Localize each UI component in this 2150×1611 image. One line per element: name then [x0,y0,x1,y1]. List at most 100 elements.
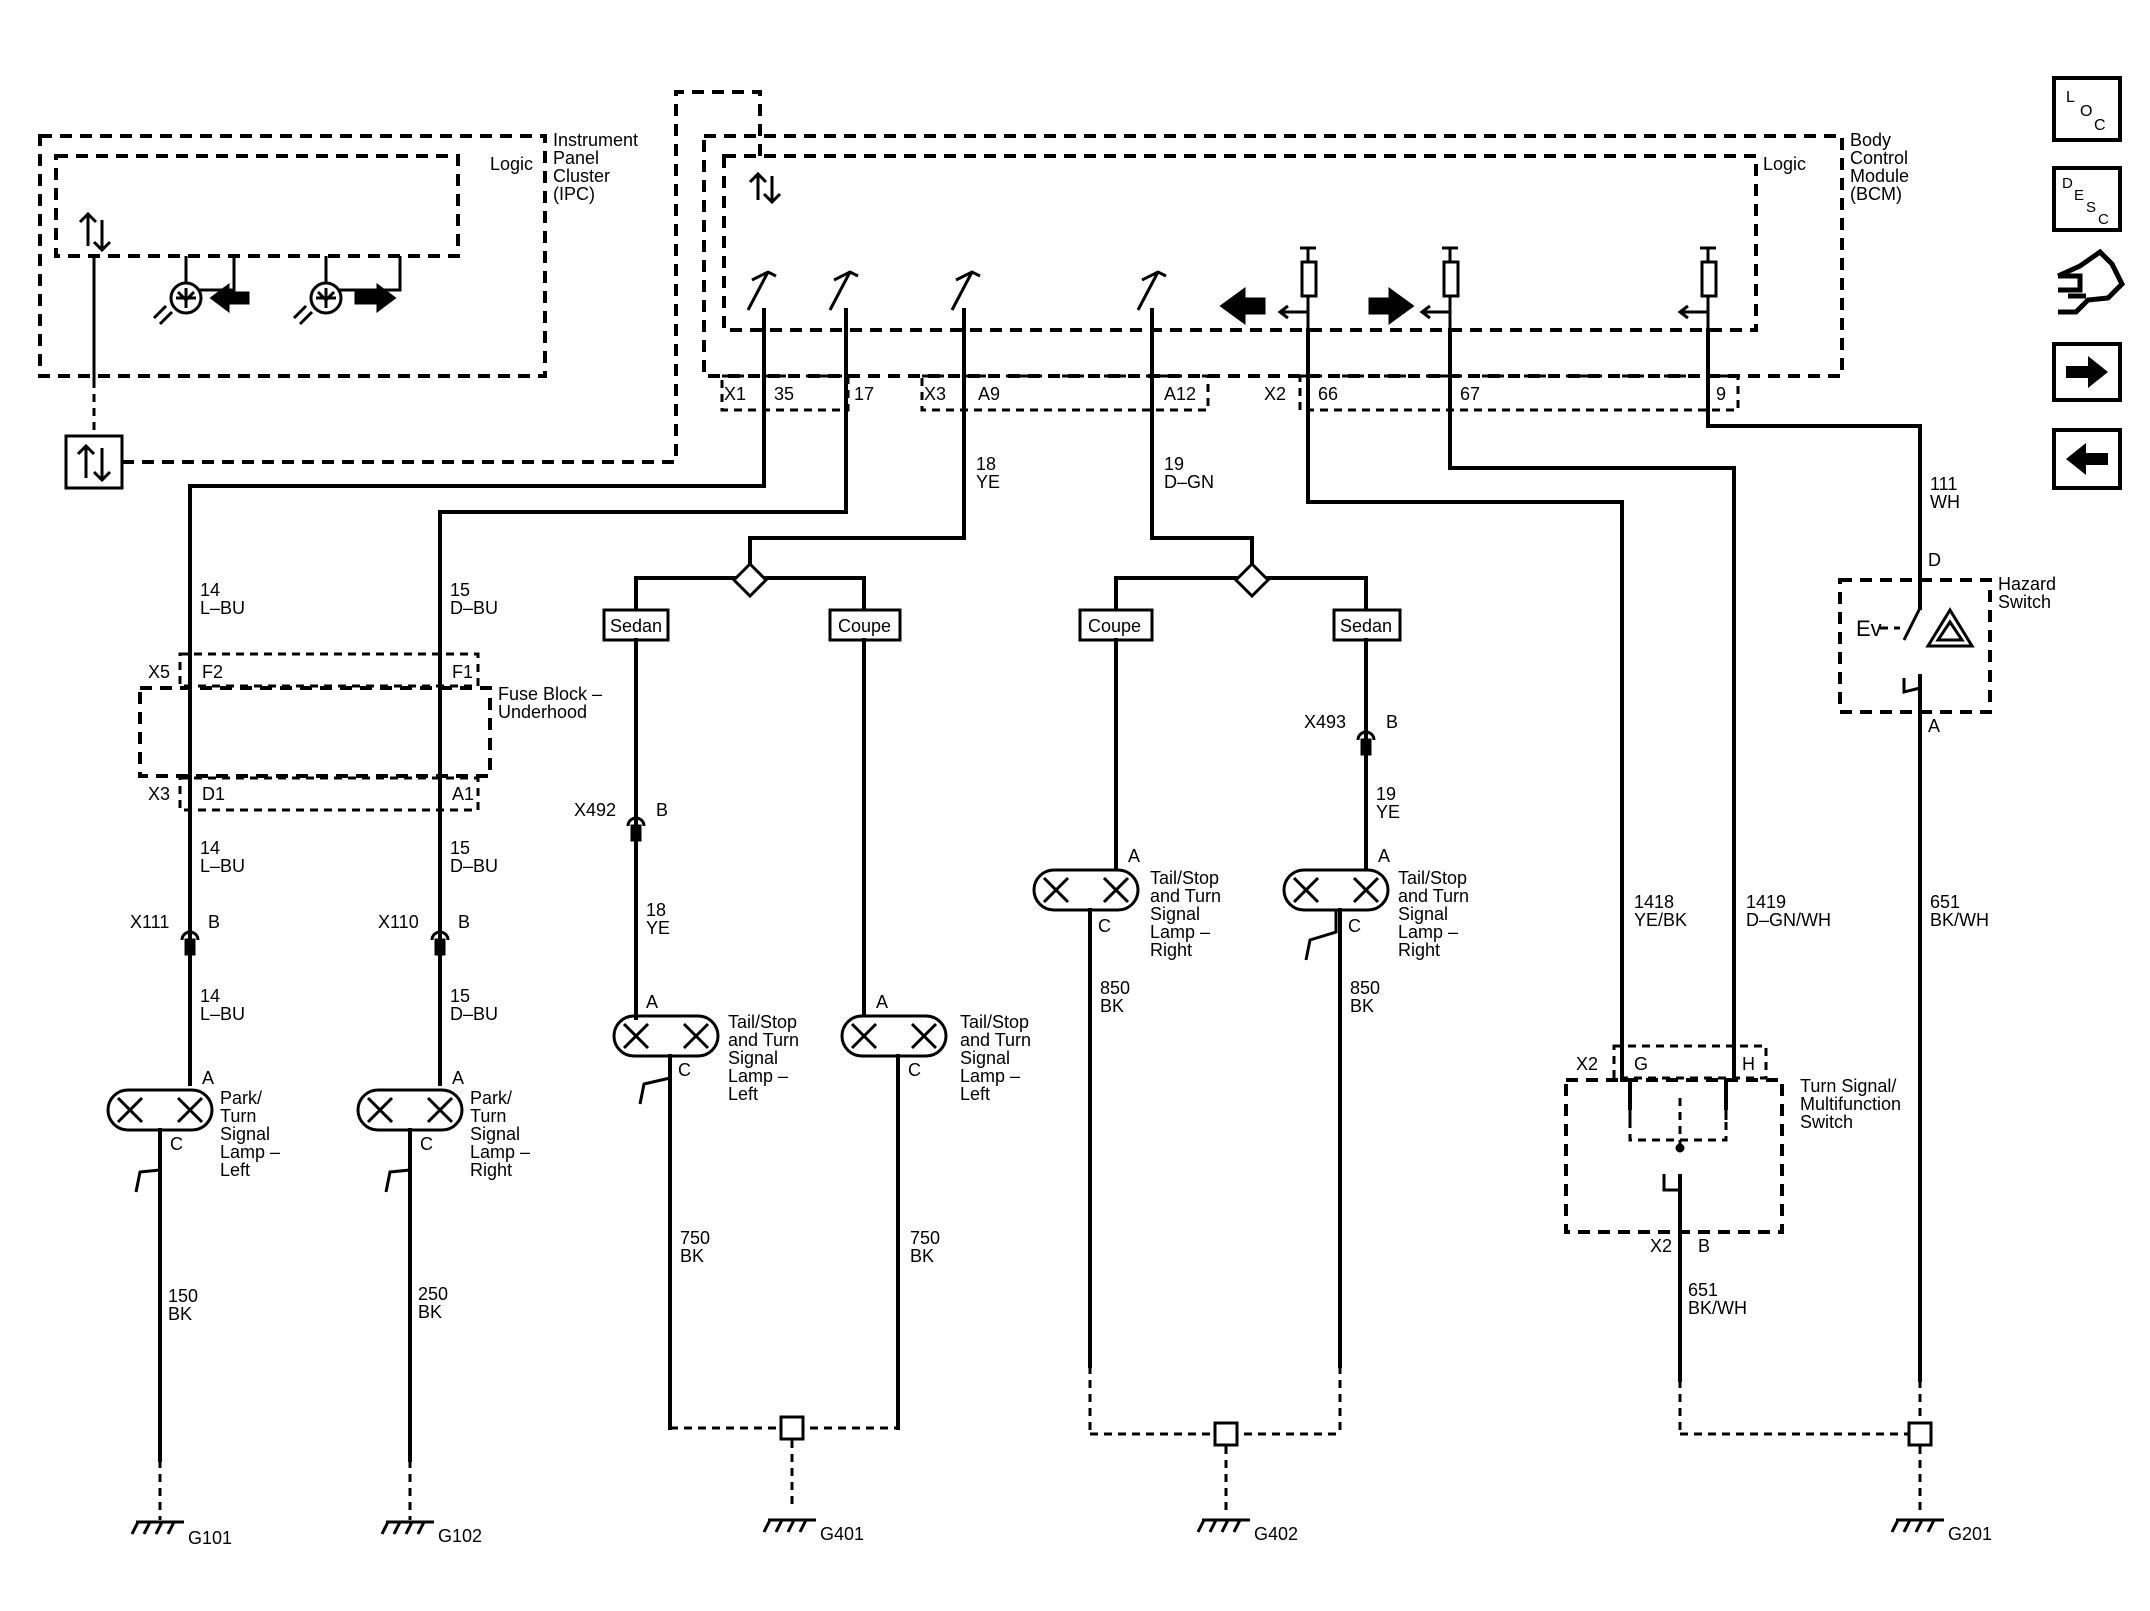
wire-label: YE [1376,802,1400,822]
wire-label: 14 [200,986,220,1006]
ground-icon [380,1520,436,1536]
wire-label: 651 [1688,1280,1718,1300]
pin-label: B [1386,712,1398,732]
lamp-label: Signal [960,1048,1010,1068]
lamp-label: Lamp – [728,1066,788,1086]
loc-icon[interactable]: L O C [2052,76,2122,142]
svg-text:S: S [2086,199,2096,216]
inline-connector-label: X111 [130,912,169,932]
lamp-label: Signal [1150,904,1200,924]
bcm-label-3: Module [1850,166,1909,186]
ground-icon [762,1518,818,1534]
rear-left-labels: A C A C Tail/Stop and Turn Signal Lamp –… [646,992,1031,1544]
svg-text:Coupe: Coupe [838,616,891,636]
turn-signal-multifunction-switch: X2 G H X2 B Turn Signal/ Multifunction S… [1564,1044,1901,1382]
wire-label: BK [1100,996,1124,1016]
tail-turn-lamp-right [1032,868,1140,912]
connector-label: X5 [148,662,170,682]
wire-label: 250 [418,1284,448,1304]
splice-pack-icon [1907,1421,1933,1447]
lamp-label: Lamp – [960,1066,1020,1086]
svg-text:D: D [2062,175,2073,192]
pin-label: B [1698,1236,1710,1256]
lamp-label: and Turn [960,1030,1031,1050]
wire-label: 15 [450,986,470,1006]
fuse-block-label-2: Underhood [498,702,587,722]
wire-1418-yebk [1306,328,1632,1110]
wire-label: 750 [910,1228,940,1248]
pin-label: A [1928,716,1940,736]
ground-icon [1196,1518,1252,1534]
pin-label: F2 [202,662,223,682]
lamp-label: Turn [470,1106,506,1126]
lamp-label: Park/ [470,1088,512,1108]
lamp-label: Lamp – [1398,922,1458,942]
wire-label: 850 [1350,978,1380,998]
option-sedan-left: Sedan [602,608,670,642]
pin-label: C [1348,916,1361,936]
wire-15-dbu [438,308,848,1086]
svg-text:Sedan: Sedan [1340,616,1392,636]
wire-labels-left: 14 L–BU 15 D–BU 14 L–BU 15 D–BU 14 L–BU … [200,580,498,1024]
pin-label: 66 [1318,384,1338,404]
wire-label: 651 [1930,892,1960,912]
wire-label: D–BU [450,598,498,618]
lamp-label: and Turn [1398,886,1469,906]
pin-label: C [1098,916,1111,936]
connector-hand-icon[interactable] [2056,248,2126,315]
splice-icon [1234,562,1270,598]
serial-data-line [122,90,762,464]
wire-1419-dgnwh [1448,328,1736,1110]
wire-label: BK [910,1246,934,1266]
wire-label: BK [680,1246,704,1266]
lamp-label: Right [470,1160,512,1180]
connector-x1-label: X1 [724,384,746,404]
svg-text:C: C [2094,117,2106,134]
ground-label: G402 [1254,1524,1298,1544]
splice-pack-icon [779,1415,805,1441]
lamp-label: Left [220,1160,250,1180]
pin-label: A [452,1068,464,1088]
wire-label: 1419 [1746,892,1786,912]
wire-label: L–BU [200,598,245,618]
lamp-label: Tail/Stop [728,1012,797,1032]
lamp-label: Tail/Stop [1150,868,1219,888]
ground-label: G201 [1948,1524,1992,1544]
wire-label: 18 [646,900,666,920]
bcm-logic-label: Logic [1763,154,1806,174]
wire-label: BK [418,1302,442,1322]
wire-label: L–BU [200,856,245,876]
wire-14-lbu [188,308,766,1086]
option-coupe-right: Coupe [1078,608,1154,642]
hazard-switch-label-2: Switch [1998,592,2051,612]
lamp-label: Park/ [220,1088,262,1108]
wire-label: D–BU [450,856,498,876]
svg-text:Sedan: Sedan [610,616,662,636]
desc-icon[interactable]: D E S C [2052,166,2122,232]
serial-data-connector-icon [64,434,124,490]
bcm-module: Logic Body Control Module (BCM) [702,130,1909,378]
lamp-label: Right [1150,940,1192,960]
lamp-label: Left [960,1084,990,1104]
pin-label: A1 [452,784,474,804]
wire-label: YE/BK [1634,910,1687,930]
pin-label: 9 [1716,384,1726,404]
arrow-left-icon[interactable] [2052,428,2122,490]
turn-switch-label: Turn Signal/ [1800,1076,1896,1096]
connector-x3-label: X3 [924,384,946,404]
lamp-label: Left [728,1084,758,1104]
ipc-logic-label: Logic [490,154,533,174]
ground-icon [130,1520,186,1536]
hazard-ev-label: Ev [1856,616,1882,641]
ipc-label-2: Panel [553,148,599,168]
pin-label: 17 [854,384,874,404]
wire-111-wh [1706,328,1922,558]
lamp-label: Lamp – [1150,922,1210,942]
ipc-label: Instrument [553,130,638,150]
lamp-label: and Turn [1150,886,1221,906]
lamp-label: Lamp – [220,1142,280,1162]
arrow-right-icon[interactable] [2052,342,2122,402]
wire-label: 1418 [1634,892,1674,912]
ground-label: G401 [820,1524,864,1544]
